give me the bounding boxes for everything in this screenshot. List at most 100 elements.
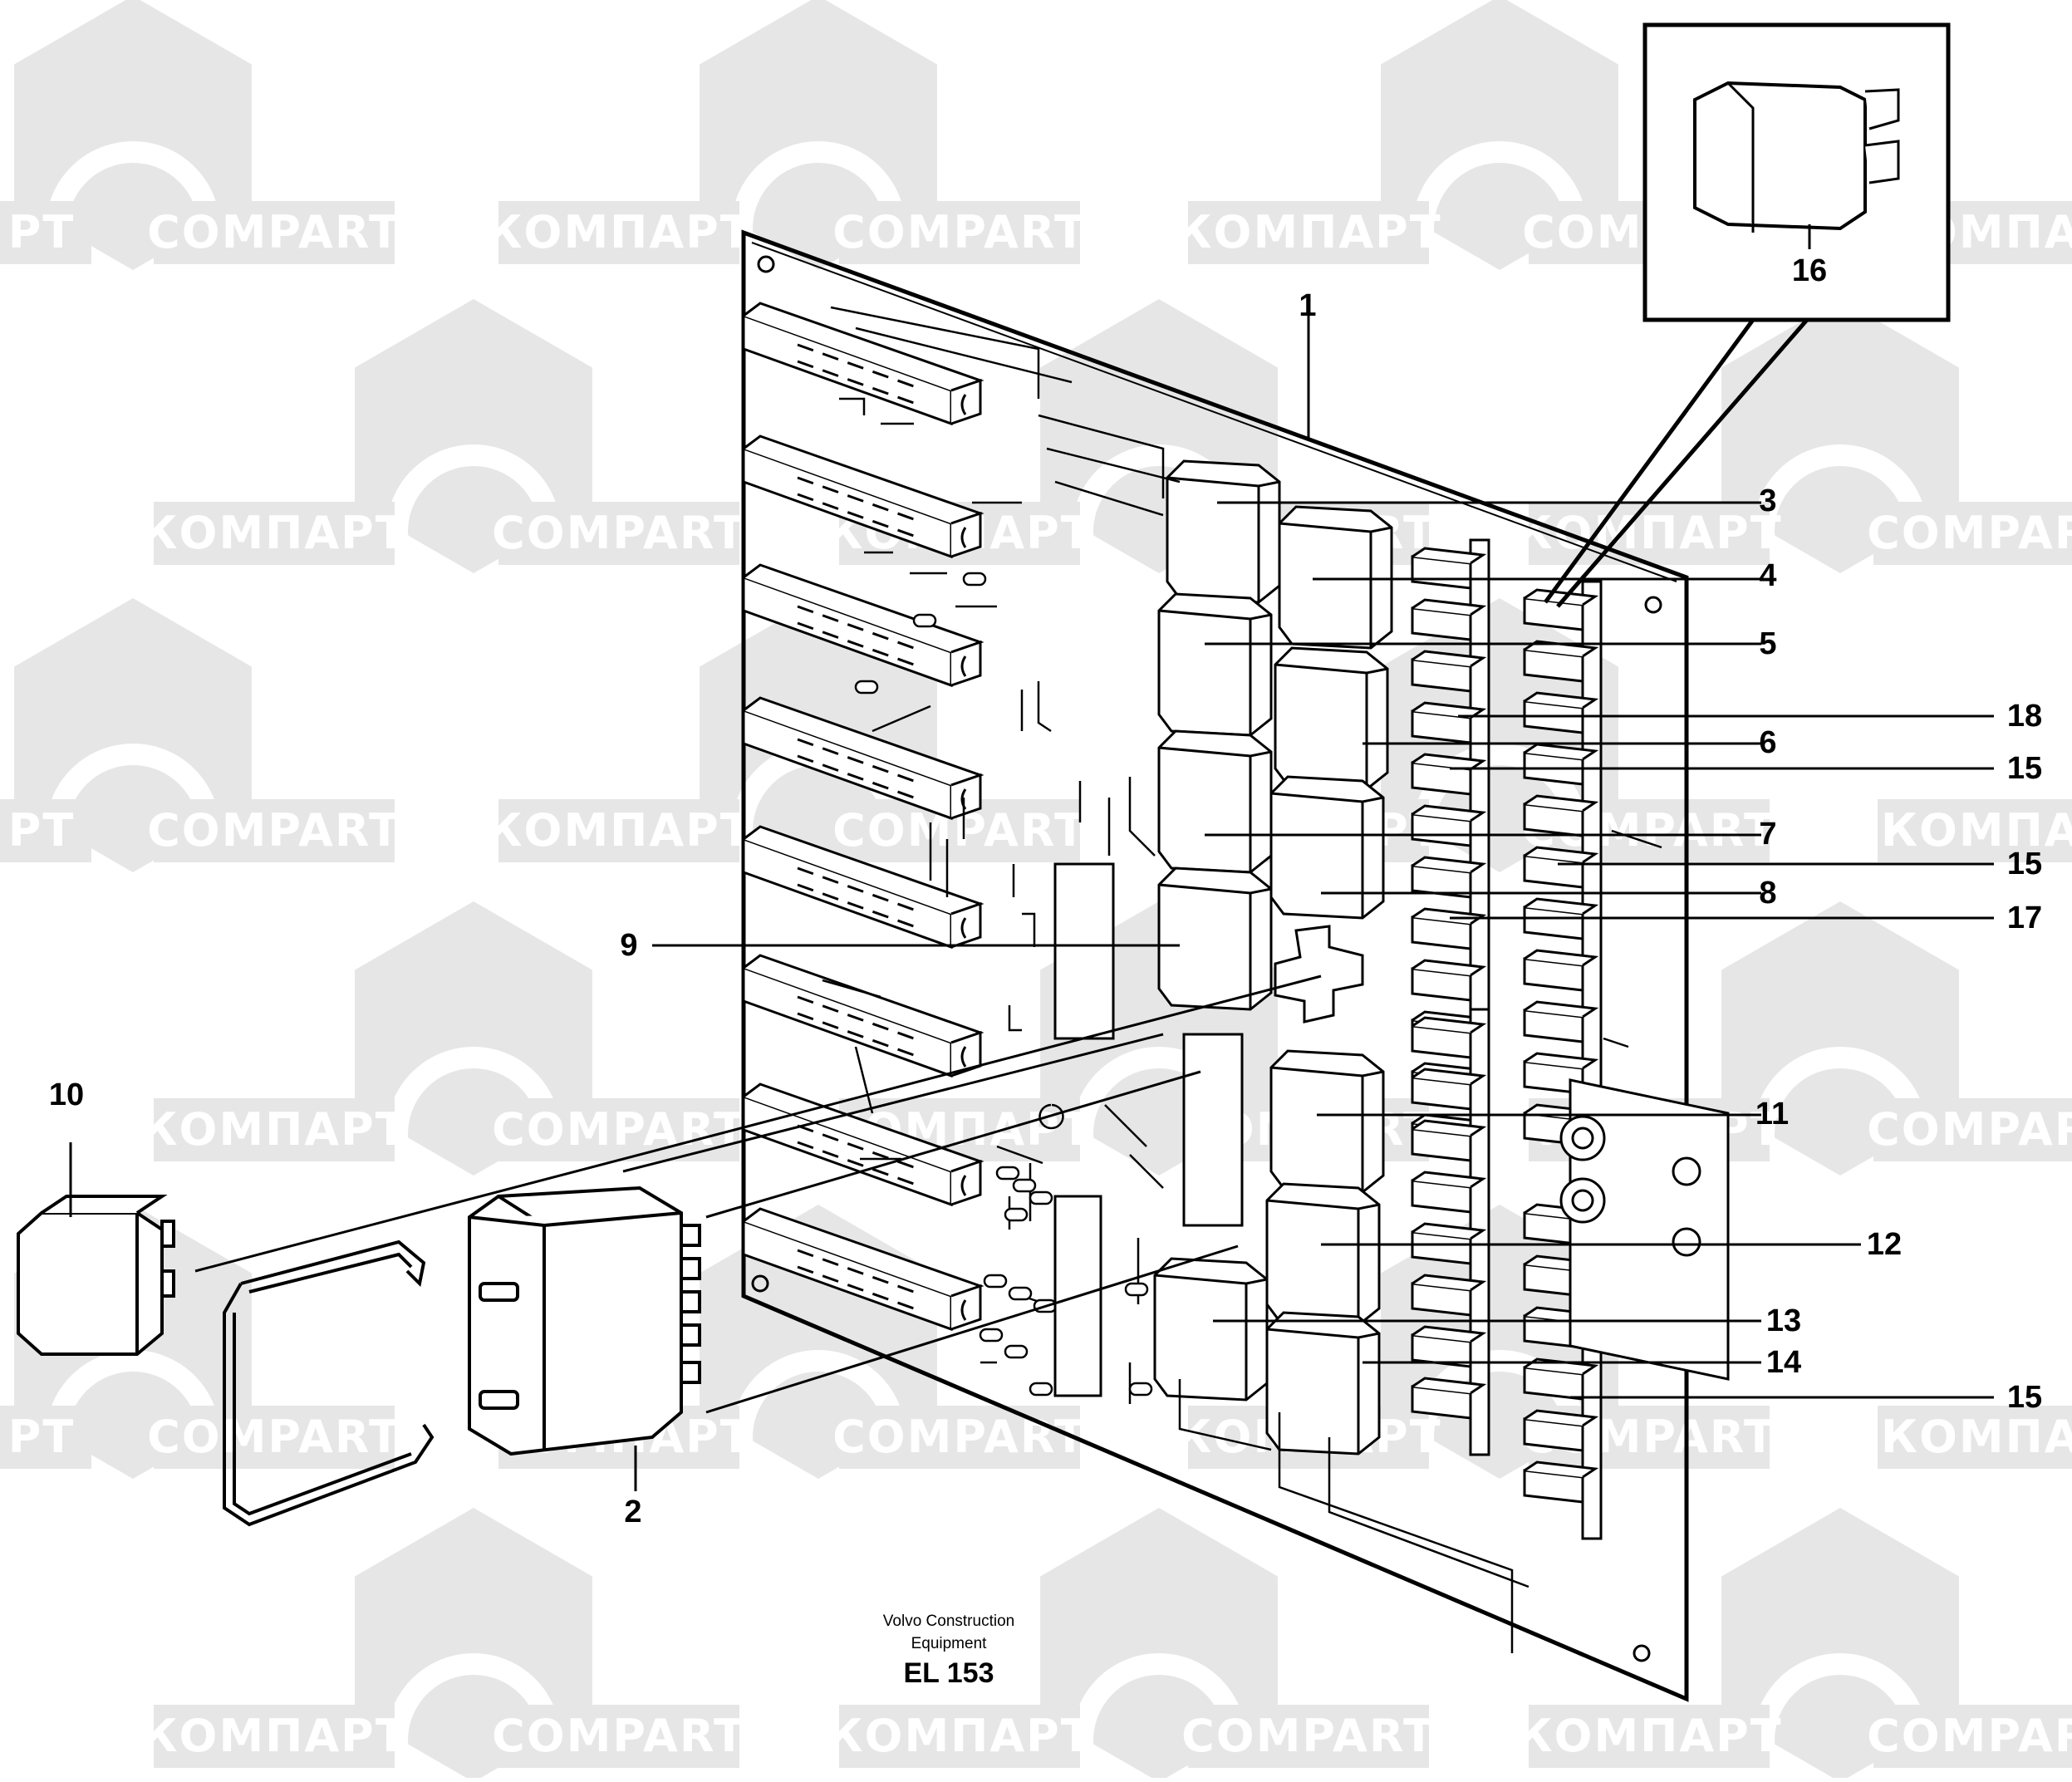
- edge-connector-end: [950, 1159, 982, 1206]
- watermark-brand-text: COMPART: [147, 804, 401, 857]
- callout-13: 13: [1766, 1303, 1801, 1338]
- watermark-brand-text: PT: [8, 206, 75, 258]
- fuse-top: [1412, 804, 1487, 822]
- watermark-brand-text: КОМПАРТ: [826, 1710, 1092, 1762]
- fuse: [1411, 1179, 1472, 1214]
- pcb-trace: [1328, 1437, 1529, 1588]
- pcb-component: [1004, 1207, 1029, 1222]
- callout-15b: 15: [2007, 847, 2042, 881]
- pcb-trace: [830, 306, 1040, 399]
- relay-housing: [1274, 646, 1389, 791]
- watermark-brand-text: COMPART: [1181, 1710, 1436, 1762]
- fuse-top: [1524, 588, 1599, 606]
- fuse: [1411, 864, 1472, 899]
- callout-5: 5: [1759, 626, 1776, 661]
- fuse-top: [1524, 794, 1599, 812]
- pcb-component: [1124, 1282, 1149, 1297]
- callout-18: 18: [2007, 699, 2042, 734]
- fuse-top: [1412, 753, 1487, 771]
- fuse: [1411, 1230, 1472, 1265]
- watermark-brand-text: КОМПАРТ: [1175, 206, 1441, 258]
- pcb-traces: [822, 306, 1713, 1653]
- edge-connector-end: [950, 773, 982, 820]
- fuse-top: [1412, 1119, 1487, 1137]
- pcb-component: [979, 1328, 1004, 1343]
- fuse: [1411, 1282, 1472, 1317]
- callout-4: 4: [1759, 558, 1776, 593]
- pcb-component: [995, 1166, 1020, 1181]
- fuse: [1411, 916, 1472, 950]
- watermark-brand-text: COMPART: [1867, 507, 2072, 559]
- drawing-caption: Volvo Construction Equipment EL 153: [883, 1613, 1014, 1689]
- edge-connector-latch: [960, 1175, 967, 1196]
- exploded-guide-lines: [194, 974, 1322, 1414]
- pcb-component: [854, 680, 879, 695]
- watermark-brand-text: COMPART: [492, 507, 746, 559]
- watermark-brand-text: PT: [8, 1411, 75, 1463]
- watermark-banner: [0, 799, 91, 862]
- fuse: [1523, 906, 1584, 940]
- callout-9: 9: [620, 928, 637, 963]
- watermark-brand-text: КОМПАРТ: [140, 1710, 407, 1762]
- fuse-top: [1524, 897, 1599, 916]
- watermark-brand-text: КОМПАРТ: [1515, 1710, 1782, 1762]
- fuse: [1411, 1385, 1472, 1420]
- pcb-trace: [1054, 480, 1164, 517]
- pcb-trace: [1037, 681, 1052, 733]
- edge-connector-latch: [960, 1299, 967, 1321]
- circuit-board: [741, 229, 1689, 1702]
- edge-connector-pins: [797, 1249, 915, 1294]
- edge-connector-pins: [797, 754, 915, 799]
- pcb-component: [962, 572, 987, 587]
- pcb-component: [1004, 1344, 1029, 1359]
- fuse-top: [1412, 650, 1487, 668]
- fuse-top: [1412, 547, 1487, 565]
- callout-16: 16: [1792, 253, 1827, 288]
- fuse-top: [1412, 1171, 1487, 1189]
- pcb-trace: [854, 1046, 874, 1114]
- watermark-banner: [1873, 1705, 2072, 1768]
- watermark-banner: [154, 1098, 395, 1161]
- watermark-banner: [839, 201, 1080, 264]
- watermark-banner: [154, 1705, 395, 1768]
- pcb-trace: [1104, 1104, 1147, 1147]
- edge-connector-latch: [960, 394, 967, 415]
- fuse: [1523, 1417, 1584, 1452]
- watermark-brand-text: COMPART: [1867, 1103, 2072, 1156]
- watermark-banner: [1873, 502, 2072, 565]
- callout-14: 14: [1766, 1345, 1801, 1380]
- relay-housing: [1269, 1049, 1385, 1194]
- pcb-component: [912, 613, 937, 628]
- watermark-banner: [1873, 1098, 2072, 1161]
- watermark-banner: [0, 201, 91, 264]
- fuse-top: [1524, 1409, 1599, 1427]
- caption-manufacturer-line1: Volvo Construction: [883, 1613, 1014, 1630]
- edge-connector-latch: [960, 655, 967, 677]
- pcb-trace: [1038, 414, 1165, 498]
- pcb-trace: [1008, 1005, 1022, 1032]
- fuse-top: [1412, 1377, 1487, 1395]
- fuse-top: [1524, 743, 1599, 761]
- fuse-top: [1524, 1460, 1599, 1479]
- watermark-banner: [498, 799, 739, 862]
- watermark-banner: [1529, 1705, 1770, 1768]
- watermark-brand-text: COMPART: [832, 206, 1087, 258]
- pcb-component: [1128, 1382, 1153, 1397]
- relay-housing: [1269, 775, 1385, 920]
- edge-connector-pins: [797, 476, 915, 521]
- fuse-top: [1412, 1325, 1487, 1343]
- pcb-component: [1029, 1190, 1053, 1205]
- pcb-trace: [1611, 829, 1662, 849]
- callout-17: 17: [2007, 901, 2042, 935]
- pcb-component: [1029, 1382, 1053, 1397]
- pcb-component: [1008, 1286, 1033, 1301]
- pcb-trace: [1038, 1103, 1064, 1130]
- callout-leaders: [69, 224, 1994, 1491]
- fuse-top: [1412, 701, 1487, 719]
- watermark-banner: [498, 1705, 739, 1768]
- fuse-top: [1412, 856, 1487, 874]
- watermark-brand-text: COMPART: [832, 1411, 1087, 1463]
- watermark-brand-text: КОМПАР: [1881, 804, 2072, 857]
- pin-connector: [1053, 862, 1244, 1397]
- fuse-top: [1412, 1068, 1487, 1086]
